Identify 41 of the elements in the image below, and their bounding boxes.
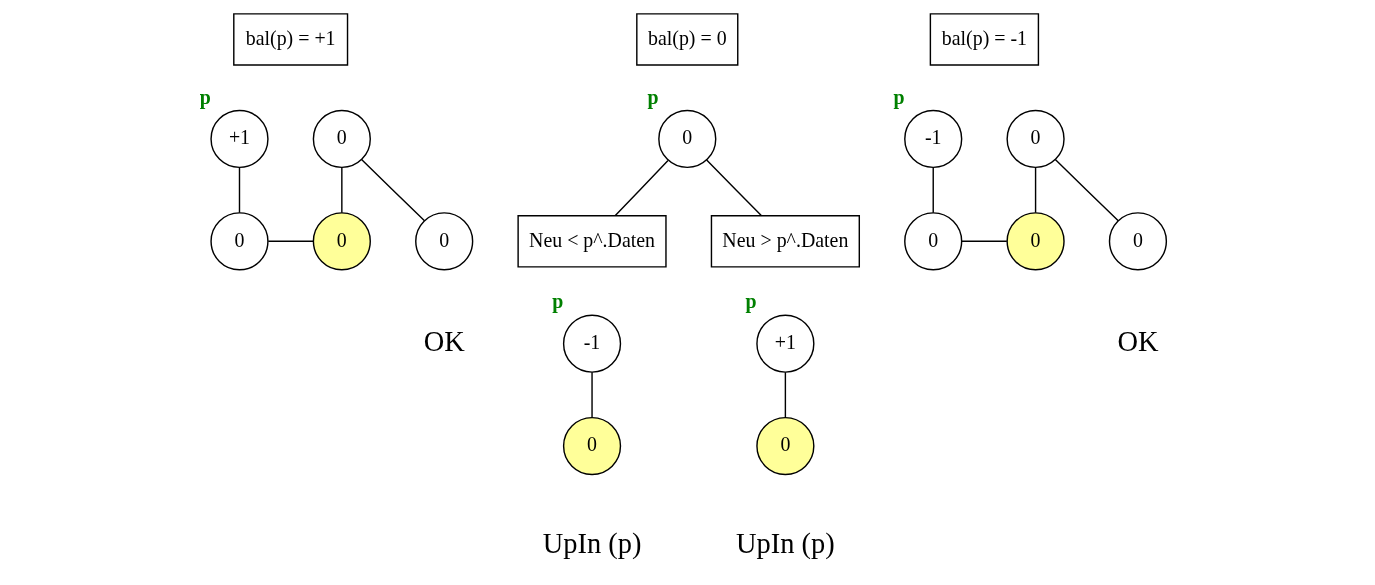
label: UpIn (p) xyxy=(542,527,641,559)
connector xyxy=(932,166,934,214)
node-label: p xyxy=(646,85,659,108)
node-label: p xyxy=(551,290,563,313)
node-label: p xyxy=(745,290,757,313)
connector xyxy=(340,166,343,214)
node-circle: 0 xyxy=(903,212,962,271)
node-circle: -1 xyxy=(562,314,621,373)
node-box: bal(p) = 0 xyxy=(635,13,738,66)
label: OK xyxy=(1116,325,1158,357)
node-circle: 0 xyxy=(1005,109,1065,169)
node-circle: 0 xyxy=(414,212,473,271)
node-circle: 0 xyxy=(312,109,371,169)
node-box: Neu < p^.Daten xyxy=(516,215,667,268)
connector xyxy=(705,159,762,217)
connector xyxy=(238,166,240,214)
node-circle: 0 xyxy=(1108,212,1167,271)
node-circle: -1 xyxy=(903,109,962,169)
connector xyxy=(1054,158,1119,222)
node-label: p xyxy=(199,85,211,108)
node-circle: +1 xyxy=(755,314,814,373)
node-label: p xyxy=(892,85,904,108)
label: UpIn (p) xyxy=(735,527,835,559)
node-box: Neu > p^.Daten xyxy=(710,215,860,268)
node-circle: +1 xyxy=(209,109,269,169)
node-box: bal(p) = +1 xyxy=(232,13,348,66)
connector xyxy=(960,240,1008,243)
connector xyxy=(1034,166,1036,214)
node-circle: 0 xyxy=(209,212,269,271)
node-circle: 0 xyxy=(312,212,371,271)
connector xyxy=(590,371,593,419)
node-circle: 0 xyxy=(1005,212,1065,271)
node-circle: 0 xyxy=(562,416,621,476)
connector xyxy=(267,240,314,243)
node-box: bal(p) = -1 xyxy=(929,13,1039,66)
connector xyxy=(360,158,425,222)
connector xyxy=(614,159,669,217)
label: OK xyxy=(423,325,465,357)
node-circle: 0 xyxy=(657,109,716,169)
connector xyxy=(784,371,786,419)
node-circle: 0 xyxy=(755,416,814,476)
